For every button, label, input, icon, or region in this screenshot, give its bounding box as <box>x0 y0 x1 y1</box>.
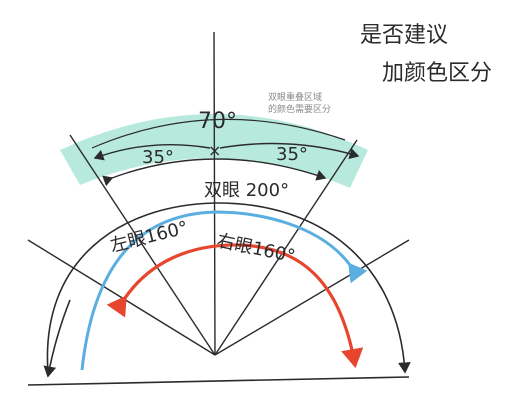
outer-field-arc <box>46 202 411 374</box>
overlap-right-arc <box>219 142 360 160</box>
overlap-angle-label: 70° <box>198 109 237 134</box>
center-cross: × <box>208 141 221 160</box>
binocular-span-arc <box>102 158 327 187</box>
left-eye-field-arc <box>80 210 368 371</box>
overlap-left-arc <box>93 143 211 161</box>
right-half-angle-label: 35° <box>276 144 308 165</box>
left-half-angle-label: 35° <box>142 147 174 168</box>
baseline <box>27 376 410 386</box>
left-eye-field-label: 左眼160° <box>108 217 190 257</box>
outer-field-arc-left-end <box>43 299 71 378</box>
binocular-field-label: 双眼 200° <box>204 180 289 201</box>
right-eye-field-arc <box>106 243 364 369</box>
faint-note-line-1: 双眼重叠区域 <box>268 91 322 103</box>
faint-note-line-2: 的颜色需要区分 <box>268 103 331 115</box>
overlap-total-arc <box>91 118 346 149</box>
annotation-line-1: 是否建议 <box>360 23 448 48</box>
annotation-line-2: 加颜色区分 <box>382 61 492 86</box>
right-eye-field-label: 右眼160° <box>215 230 297 267</box>
